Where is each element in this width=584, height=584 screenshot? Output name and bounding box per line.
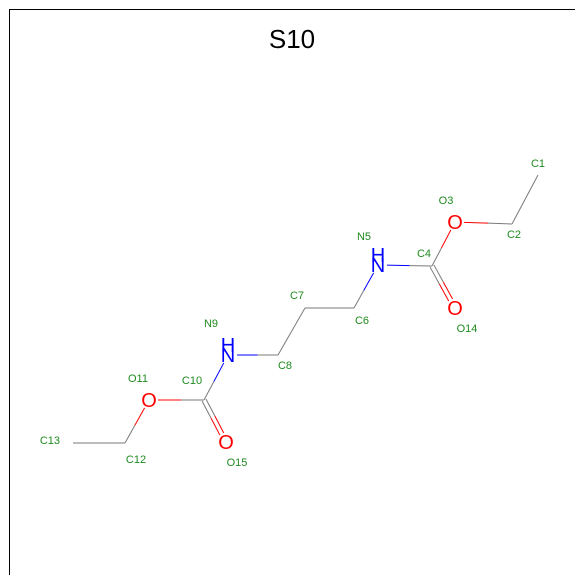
atom-label-c13: C13 <box>40 435 60 447</box>
bond-c7-c8-half-a <box>291 307 306 332</box>
bond-c2-o3-half-b <box>463 221 489 224</box>
atom-label-c4: C4 <box>417 248 431 260</box>
atom-label-n5: N5 <box>357 231 371 243</box>
bond-c10-o15-line2-half-b <box>210 417 221 436</box>
bond-n5-c6-half-a <box>363 272 375 291</box>
bond-c10-o15-line1-half-a <box>205 398 216 417</box>
atom-symbol-o14: O <box>447 298 463 320</box>
atom-symbol-o11: O <box>141 390 157 412</box>
bond-c4-o14-line1-half-a <box>433 264 444 283</box>
atom-label-c7: C7 <box>290 290 304 302</box>
atom-label-c2: C2 <box>507 229 521 241</box>
bond-o11-c12-half-a <box>134 407 146 426</box>
bond-c7-c8-half-b <box>277 331 292 356</box>
bond-c4-o14-line2-half-b <box>438 283 450 302</box>
atom-symbol-n9-h: H <box>221 335 235 357</box>
atom-label-c8: C8 <box>278 360 292 372</box>
atom-label-o14: O14 <box>457 323 478 335</box>
bond-c2-o3-half-a <box>487 222 513 225</box>
bond-n5-c6-half-b <box>353 290 365 309</box>
atom-label-o11: O11 <box>128 373 148 385</box>
molecule-title: S10 <box>268 24 316 54</box>
bond-c1-c2-half-a <box>524 174 539 200</box>
bond-o3-c4-half-b <box>431 247 442 267</box>
bond-o3-c4-half-a <box>440 229 452 249</box>
atom-label-n9: N9 <box>204 318 218 330</box>
atom-symbol-n9: N <box>221 345 235 367</box>
bond-c4-o14-line2-half-a <box>429 266 440 285</box>
bond-c10-o15-line1-half-b <box>214 415 225 434</box>
bond-o11-c12-half-b <box>124 425 136 444</box>
diagram-frame <box>9 9 575 575</box>
atom-symbol-n5-h: H <box>371 245 385 267</box>
atom-symbol-o15: O <box>218 432 234 454</box>
atom-label-c1: C1 <box>531 158 545 170</box>
atom-label-c10: C10 <box>182 375 202 387</box>
bond-n9-c10-half-a <box>213 362 225 382</box>
bond-n9-c10-half-b <box>203 381 215 401</box>
atom-label-c12: C12 <box>126 454 146 466</box>
atom-symbol-n5: N <box>371 255 385 277</box>
bond-c4-o14-line1-half-b <box>442 281 454 300</box>
bond-c10-o15-line2-half-a <box>201 400 212 419</box>
atom-label-o15: O15 <box>227 457 248 469</box>
atom-label-c6: C6 <box>355 315 369 327</box>
bond-c1-c2-half-b <box>511 199 526 225</box>
atom-symbol-o3: O <box>447 212 463 234</box>
atom-label-o3: O3 <box>439 195 454 207</box>
